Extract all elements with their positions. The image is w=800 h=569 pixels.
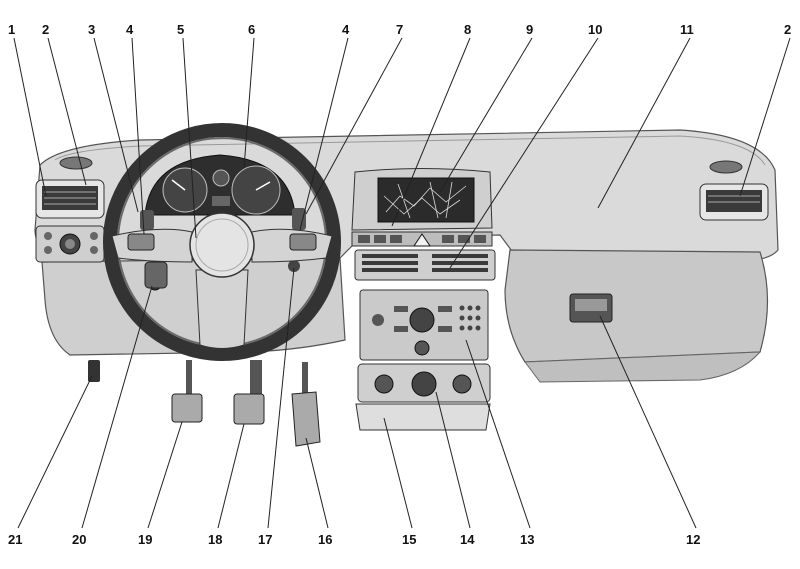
horn-lever-right bbox=[288, 260, 300, 272]
callout-14: 14 bbox=[460, 532, 475, 547]
callout-4: 4 bbox=[126, 22, 134, 37]
air-vent-right bbox=[699, 183, 769, 221]
callout-21: 21 bbox=[8, 532, 22, 547]
callout-1: 1 bbox=[8, 22, 15, 37]
callout-9: 9 bbox=[526, 22, 533, 37]
callouts-top: 1 2 3 4 5 6 4 7 8 9 10 11 2 bbox=[8, 22, 791, 37]
instrument-cluster bbox=[144, 154, 296, 216]
pedals bbox=[88, 360, 321, 447]
air-vent-left bbox=[35, 179, 105, 219]
steering-wheel bbox=[103, 123, 341, 361]
callout-18: 18 bbox=[208, 532, 222, 547]
callout-15: 15 bbox=[402, 532, 416, 547]
horn-airbag bbox=[189, 212, 255, 278]
callout-19: 19 bbox=[138, 532, 152, 547]
callout-2b: 2 bbox=[784, 22, 791, 37]
side-window-demister-right bbox=[709, 160, 743, 174]
callout-10: 10 bbox=[588, 22, 602, 37]
callout-6: 6 bbox=[248, 22, 255, 37]
center-console bbox=[351, 168, 493, 431]
steering-wheel-controls-left bbox=[127, 233, 155, 251]
storage-compartment bbox=[355, 403, 491, 431]
callout-5: 5 bbox=[177, 22, 184, 37]
light-switch-panel bbox=[35, 225, 105, 263]
hazard-warning-button bbox=[413, 233, 431, 247]
steering-column bbox=[140, 208, 306, 291]
side-window-demister-left bbox=[59, 156, 93, 170]
accelerator-pedal bbox=[291, 391, 321, 447]
callout-3: 3 bbox=[88, 22, 95, 37]
navigation-display bbox=[377, 177, 475, 223]
callout-16: 16 bbox=[318, 532, 332, 547]
brake-pedal bbox=[233, 393, 265, 425]
center-vents bbox=[354, 249, 496, 281]
callout-2: 2 bbox=[42, 22, 49, 37]
callouts-bottom: 21 20 19 18 17 16 15 14 13 12 bbox=[8, 532, 700, 547]
bonnet-release-lever bbox=[88, 360, 100, 382]
callout-17: 17 bbox=[258, 532, 272, 547]
callout-4b: 4 bbox=[342, 22, 350, 37]
steering-wheel-controls-right bbox=[289, 233, 317, 251]
callout-12: 12 bbox=[686, 532, 700, 547]
leader-lines bbox=[13, 37, 791, 529]
callout-11: 11 bbox=[680, 22, 694, 37]
clutch-pedal bbox=[171, 393, 203, 423]
callout-13: 13 bbox=[520, 532, 534, 547]
callout-7: 7 bbox=[396, 22, 403, 37]
callout-8: 8 bbox=[464, 22, 471, 37]
callout-20: 20 bbox=[72, 532, 86, 547]
